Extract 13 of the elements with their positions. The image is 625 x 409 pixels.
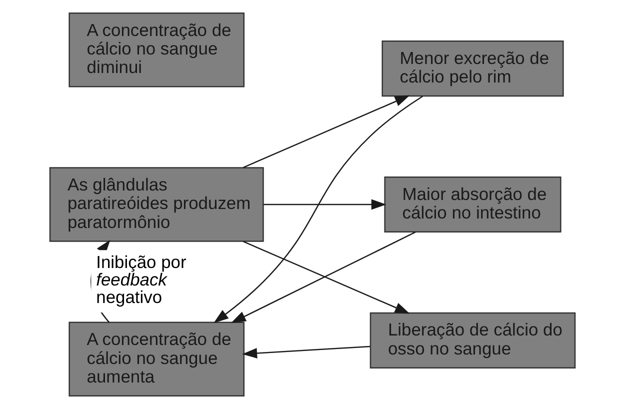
arrow (264, 199, 386, 210)
node-box: Liberação de cálcio do osso no sangue (370, 312, 576, 368)
node-box: Menor excreção de cálcio pelo rim (382, 40, 564, 97)
arrow (230, 232, 416, 324)
node-box: A concentração de cálcio no sangue aumenta (68, 322, 245, 397)
arrow (242, 95, 410, 168)
node-box: As glândulas paratireóides produzem paratormônio (49, 167, 264, 242)
arrow (242, 346, 370, 358)
node-box: Maior absorção de cálcio no intestino (384, 176, 562, 233)
arrow (214, 96, 424, 324)
node-box: A concentração de cálcio no sangue diminui (68, 12, 245, 88)
edge-label: Inibição por feedback negativo (96, 252, 186, 307)
arrow (242, 240, 410, 314)
